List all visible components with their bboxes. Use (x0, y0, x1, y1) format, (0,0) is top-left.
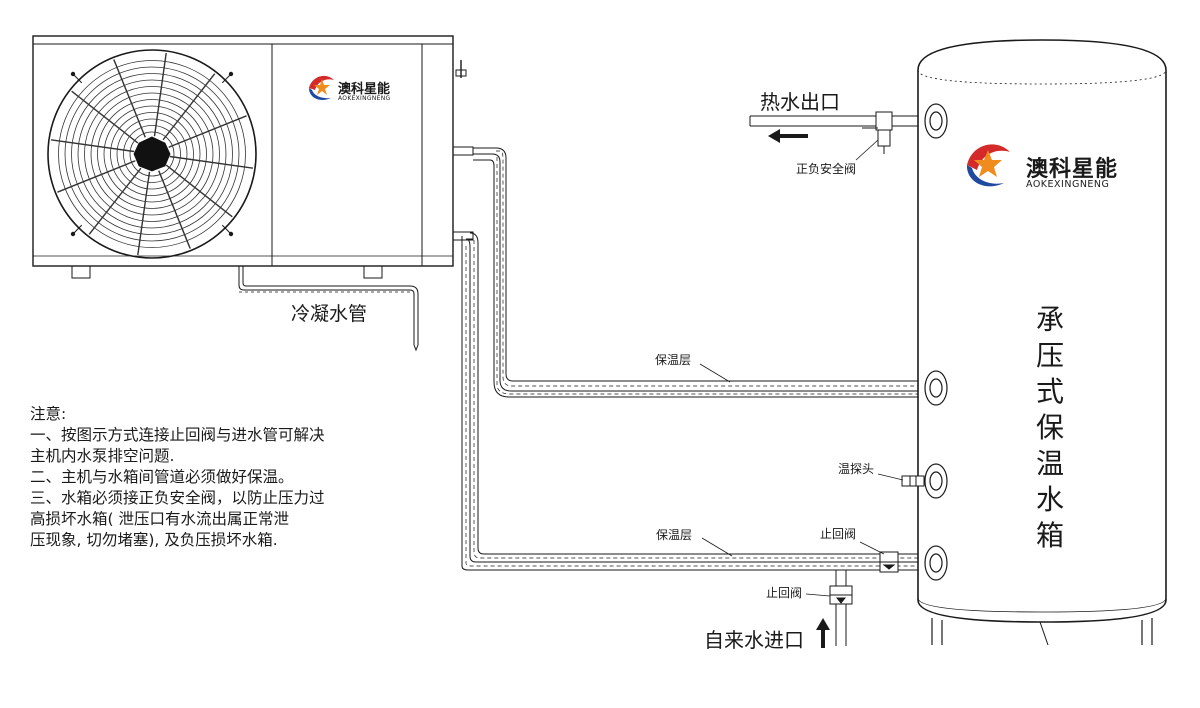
logo-small (309, 75, 334, 100)
tank-title-char: 压 (1035, 339, 1064, 372)
tank-title-char: 保 (1035, 411, 1064, 444)
check-valve-tank (879, 551, 899, 573)
grille-spoke (55, 160, 136, 194)
inlet-arrow (816, 618, 830, 648)
outlet-arrow (768, 129, 808, 143)
brand-latin-unit: AOKEXINGNENG (338, 95, 391, 102)
temp-probe (901, 475, 925, 487)
water-tank (917, 39, 1167, 646)
grille-ring (110, 112, 194, 196)
brand-name-tank: 澳科星能 (1026, 157, 1119, 182)
fan-mount-bar (221, 224, 232, 235)
grille-ring (84, 86, 220, 222)
grille-spoke (50, 138, 135, 153)
grille-spoke (136, 171, 151, 256)
inlet-pipe (829, 570, 853, 646)
grille-ring (129, 131, 175, 177)
label-insulation-upper: 保温层 (655, 353, 692, 367)
tank-title-char: 箱 (1035, 519, 1064, 552)
grille-ring (97, 99, 207, 209)
note-line: 压现象, 切勿堵塞), 及负压损坏水箱. (30, 531, 278, 549)
fan-mount-bar (72, 224, 83, 235)
brand-name-unit: 澳科星能 (338, 82, 391, 97)
grille-ring (64, 66, 240, 242)
tank-title-char: 温 (1035, 447, 1064, 480)
fan-mount-screws (70, 71, 234, 237)
leader-lines (699, 139, 904, 597)
grille-ring (77, 79, 227, 229)
label-safety-valve: 正负安全阀 (796, 162, 857, 176)
note-line: 主机内水泵排空问题. (30, 447, 175, 465)
grille-spoke (165, 164, 235, 219)
label-tap-water-inlet: 自来水进口 (704, 628, 804, 652)
heat-pump-unit (32, 35, 474, 279)
safety-valve (862, 111, 893, 154)
label-condensate-pipe: 冷凝水管 (291, 303, 368, 325)
fan-grille (47, 49, 257, 259)
tank-ports (924, 103, 948, 581)
grille-ring (123, 125, 181, 183)
label-insulation-lower: 保温层 (656, 528, 693, 542)
hot-water-pipe (749, 115, 930, 127)
tank-title-char: 承 (1035, 303, 1064, 336)
grille-spoke (112, 57, 146, 138)
notes-heading: 注意: (30, 405, 67, 423)
note-line: 高损坏水箱( 泄压口有水流出属正常泄 (30, 510, 289, 528)
grille-ring (116, 118, 188, 190)
fan-mount-bar (221, 73, 232, 84)
grille-spoke (87, 167, 142, 237)
grille-ring (58, 60, 246, 248)
insulated-pipe-lower (461, 232, 928, 571)
note-line: 三、水箱必须接正负安全阀，以防止压力过 (30, 489, 325, 507)
grille-spoke (168, 114, 249, 148)
label-check-valve-tank: 止回阀 (820, 527, 857, 541)
grille-spoke (158, 170, 192, 251)
tank-title-char: 水 (1035, 483, 1064, 516)
note-line: 一、按图示方式连接止回阀与进水管可解决 (30, 426, 325, 444)
grille-ring (90, 92, 214, 216)
label-temp-probe: 温探头 (838, 462, 875, 476)
fan-mount-bar (72, 73, 83, 84)
logo-big (966, 144, 1010, 187)
grille-spoke (162, 71, 217, 141)
grille-spoke (153, 52, 168, 137)
tank-title: 承 压 式 保 温 水 箱 (1030, 302, 1070, 554)
condensate-pipe (238, 266, 419, 352)
brand-latin-tank: AOKEXINGNENG (1026, 179, 1110, 190)
label-check-valve-inlet: 止回阀 (766, 586, 803, 600)
grille-ring (71, 73, 233, 235)
installation-notes: 注意: 一、按图示方式连接止回阀与进水管可解决 主机内水泵排空问题. 二、主机与… (30, 404, 390, 551)
grille-ring (103, 105, 201, 203)
grille-spoke (169, 155, 254, 170)
insulated-pipe-upper (473, 147, 928, 398)
grille-spoke (69, 89, 139, 144)
tank-title-char: 式 (1035, 375, 1064, 408)
label-hot-water-outlet: 热水出口 (760, 90, 840, 114)
note-line: 二、主机与水箱间管道必须做好保温。 (30, 468, 294, 486)
fan-hub (133, 136, 171, 172)
